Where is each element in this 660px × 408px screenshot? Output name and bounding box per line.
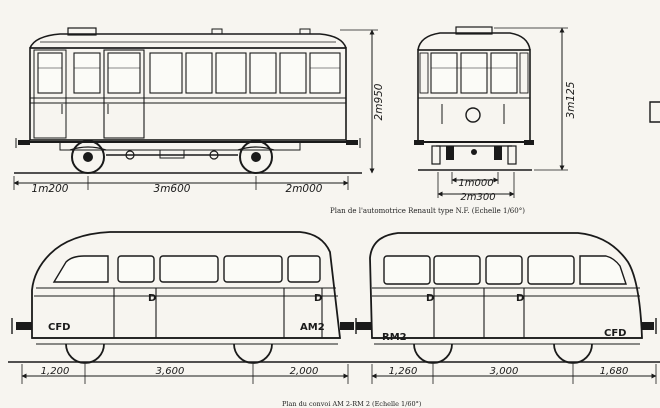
- dim-width: 2m300: [460, 192, 495, 203]
- dim-height-end: 3m125: [565, 81, 577, 118]
- trailer-label-left: RM2: [382, 332, 407, 343]
- dim-motor-wheelbase: 3,600: [156, 366, 185, 377]
- dim-overhang-front: 1m200: [32, 183, 69, 195]
- railcar-end-view: [414, 26, 534, 171]
- trailer-label-right: CFD: [604, 328, 626, 339]
- dim-motor-overhang-rear: 2,000: [290, 366, 319, 377]
- dim-motor-overhang-front: 1,200: [41, 366, 70, 377]
- dim-wheelbase: 3m600: [154, 183, 191, 195]
- dim-overhang-rear: 2m000: [286, 183, 323, 195]
- top-plate-caption: Plan de l'automotrice Renault type N.F. …: [330, 207, 525, 215]
- dim-trailer-overhang-front: 1,260: [389, 366, 418, 377]
- railcar-end-dimensions: 1m000 2m300 3m125: [437, 27, 660, 203]
- trailer-door-mark-2: D: [516, 293, 524, 304]
- dim-trailer-wheelbase: 3,000: [490, 366, 519, 377]
- dim-gauge: 1m000: [458, 178, 493, 189]
- railcar-side-dimensions: 1m200 3m600 2m000 2m950: [13, 29, 385, 195]
- dim-trailer-overhang-rear: 1,680: [600, 366, 629, 377]
- motor-car-label-left: CFD: [48, 322, 70, 333]
- trailer-rm2: RM2 CFD D D: [356, 232, 657, 364]
- trailer-door-mark-1: D: [426, 293, 434, 304]
- motor-car-am2: CFD AM2 D D: [11, 231, 357, 364]
- railcar-side-view: [14, 27, 362, 174]
- motor-car-door-mark-1: D: [148, 293, 156, 304]
- motor-car-label-right: AM2: [300, 322, 325, 333]
- motor-car-door-mark-2: D: [314, 293, 322, 304]
- dim-height-side: 2m950: [373, 83, 385, 120]
- convoy-dimensions: 1,200 3,600 2,000 1,260 3,000 1,680: [21, 364, 657, 384]
- bottom-plate-caption: Plan du convoi AM 2-RM 2 (Echelle 1/60°): [282, 400, 422, 408]
